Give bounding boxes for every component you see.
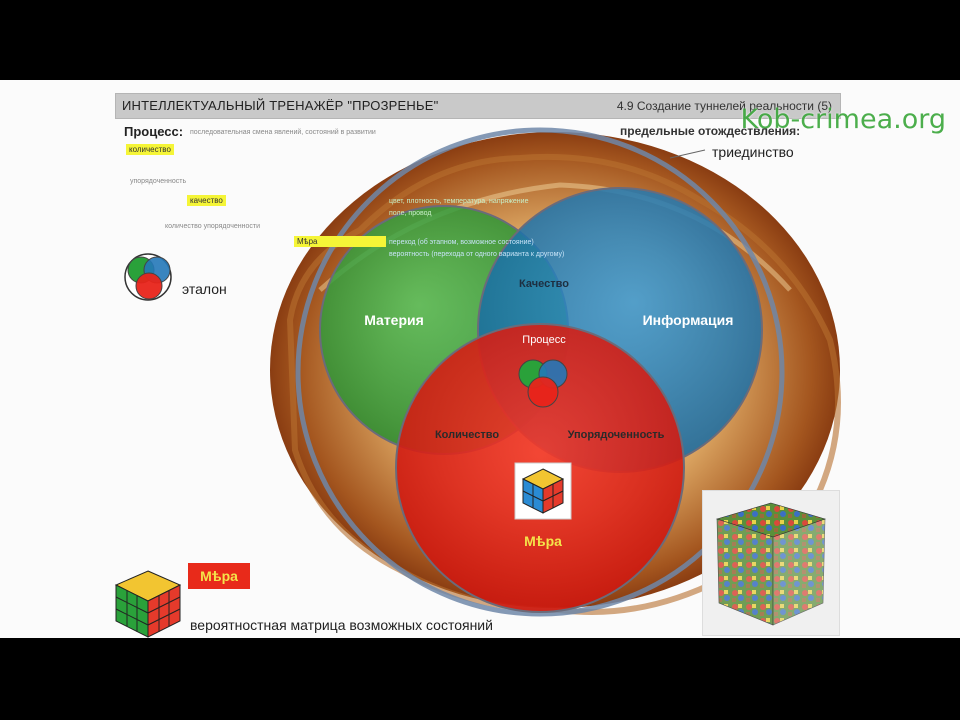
rubik-cube-icon [514,462,572,520]
label-mera: Мѣра [524,533,562,549]
slide: Материя Информация Качество Процесс Коли… [0,80,960,638]
slide-section: 4.9 Создание туннелей реальности (5) [616,99,832,113]
patterned-cube-icon [715,502,826,626]
predel-label: предельные отождествления: [620,124,801,138]
slide-title: ИНТЕЛЛЕКТУАЛЬНЫЙ ТРЕНАЖЁР "ПРОЗРЕНЬЕ" [122,98,439,113]
blue-note-1: переход (об этапном, возможное состояние… [389,238,534,246]
etalon-label: эталон [182,281,227,297]
label-quantity: Количество [435,429,499,441]
ordering-item: упорядоченность [130,178,187,185]
caption: вероятностная матрица возможных состояни… [190,617,493,633]
pointer-line [669,149,706,159]
label-information: Информация [643,312,734,328]
etalon-emblem-icon [124,253,172,301]
process-text: последовательная смена явлений, состояни… [190,129,376,136]
highlight-mera: Мѣра [294,236,386,247]
quantity-ordering-item: количество упорядоченности [165,223,260,230]
triedinstvo-label: триединство [712,144,794,160]
patterned-cube-image [702,490,840,636]
highlight-quantity: количество [126,144,174,155]
watermark: Kob-crimea.org [740,104,946,135]
slide-header: ИНТЕЛЛЕКТУАЛЬНЫЙ ТРЕНАЖЁР "ПРОЗРЕНЬЕ" 4.… [115,93,841,119]
label-ordering: Упорядоченность [568,429,665,441]
green-note-1: цвет, плотность, температура, напряжение [389,198,529,205]
center-emblem-icon [518,359,568,408]
process-label: Процесс: [124,124,184,139]
label-quality: Качество [519,278,569,290]
rubik-cube-bottom-icon [114,570,182,638]
blue-note-2: вероятность (перехода от одного варианта… [389,251,564,258]
green-note-2: поле, провод [389,210,431,217]
highlight-quality: качество [187,195,226,206]
venn-diagram: Материя Информация Качество Процесс Коли… [114,127,841,638]
outer-ring [295,127,785,617]
label-process: Процесс [522,334,566,346]
label-matter: Материя [364,312,424,328]
mera-badge: Мѣра [188,563,250,589]
